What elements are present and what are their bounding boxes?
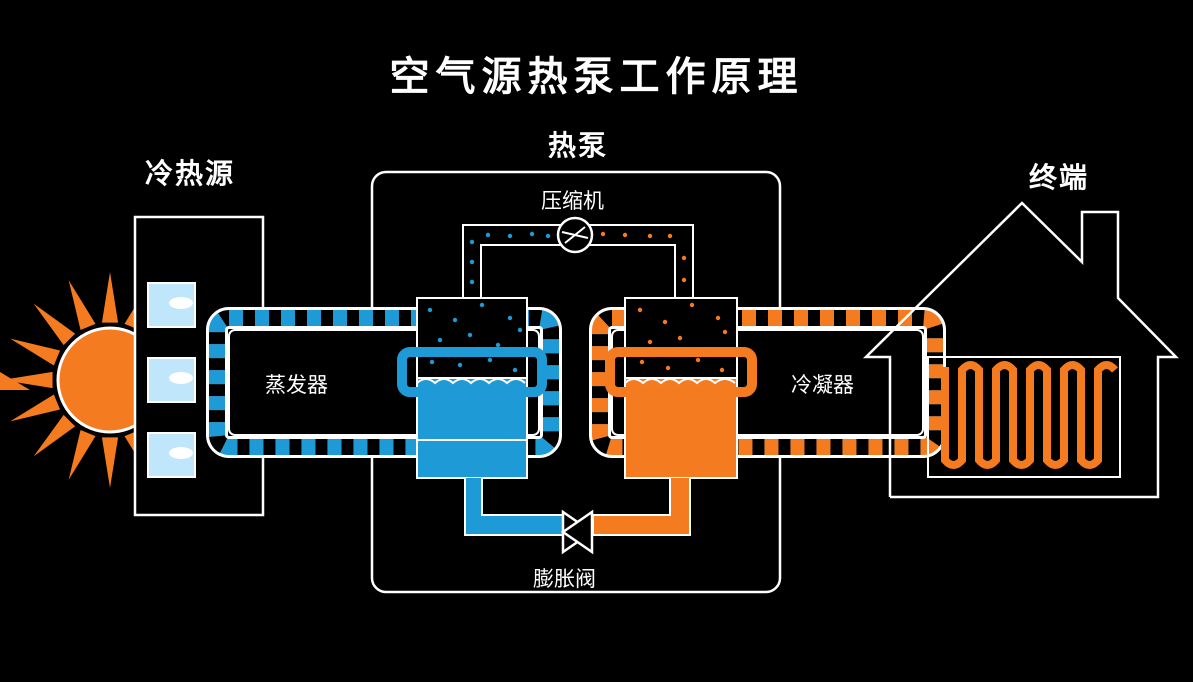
refrigerant-dot [665,365,671,371]
refrigerant-dot [681,255,687,261]
refrigerant-dot [487,357,493,363]
refrigerant-dot [677,335,683,341]
refrigerant-dot [485,232,491,238]
refrigerant-dot [719,367,725,373]
section-terminal-label: 终端 [1029,161,1090,194]
refrigerant-dot [452,317,458,323]
refrigerant-dot [507,315,513,321]
refrigerant-dot [681,277,687,283]
floor-heating-coil-icon [941,361,1119,469]
refrigerant-dot [600,231,606,237]
condenser-label: 冷凝器 [791,373,854,397]
sun-ray [10,394,61,422]
sun-ray [2,371,53,389]
evaporator-label: 蒸发器 [265,373,328,397]
compressor-label: 压缩机 [541,189,604,213]
refrigerant-dot [529,231,535,237]
refrigerant-dot [715,315,721,321]
refrigerant-dot [437,337,443,343]
refrigerant-dot [545,233,551,239]
section-heat-pump-label: 热泵 [548,129,609,162]
refrigerant-dot [469,279,475,285]
refrigerant-dot [479,302,485,308]
page-title: 空气源热泵工作原理 [389,53,804,100]
refrigerant-dot [667,233,673,239]
refrigerant-dot [622,232,628,238]
compressor-icon [556,216,594,254]
refrigerant-dot [637,307,643,313]
refrigerant-dot [429,359,435,365]
refrigerant-dot [647,233,653,239]
section-source-label: 冷热源 [145,157,236,190]
sun-ray [10,338,61,366]
condenser-tank [592,297,757,536]
refrigerant-dot [722,329,728,335]
refrigerant-dot [647,339,653,345]
refrigerant-dot [512,367,518,373]
sun-ray [101,437,119,488]
sun-ray [68,280,96,331]
refrigerant-dot [662,319,668,325]
refrigerant-dot [507,233,513,239]
refrigerant-dot [705,347,711,353]
sun-ray [33,414,76,457]
sun-ray [101,272,119,323]
sun-ray [33,303,76,346]
refrigerant-dot [457,362,463,368]
house-icon [862,201,1179,499]
cloud-window-icon [147,282,196,478]
refrigerant-dot [639,359,645,365]
refrigerant-dot [695,357,701,363]
refrigerant-dot [427,307,433,313]
sun-ray [68,429,96,480]
refrigerant-dot [517,327,523,333]
expansion-valve-label: 膨胀阀 [533,567,596,591]
evaporator-tank [397,297,566,536]
valve-icon [560,509,595,555]
refrigerant-dot [469,259,475,265]
refrigerant-dot [467,332,473,338]
refrigerant-dot [689,302,695,308]
refrigerant-dot [495,342,501,348]
refrigerant-dot [469,239,475,245]
